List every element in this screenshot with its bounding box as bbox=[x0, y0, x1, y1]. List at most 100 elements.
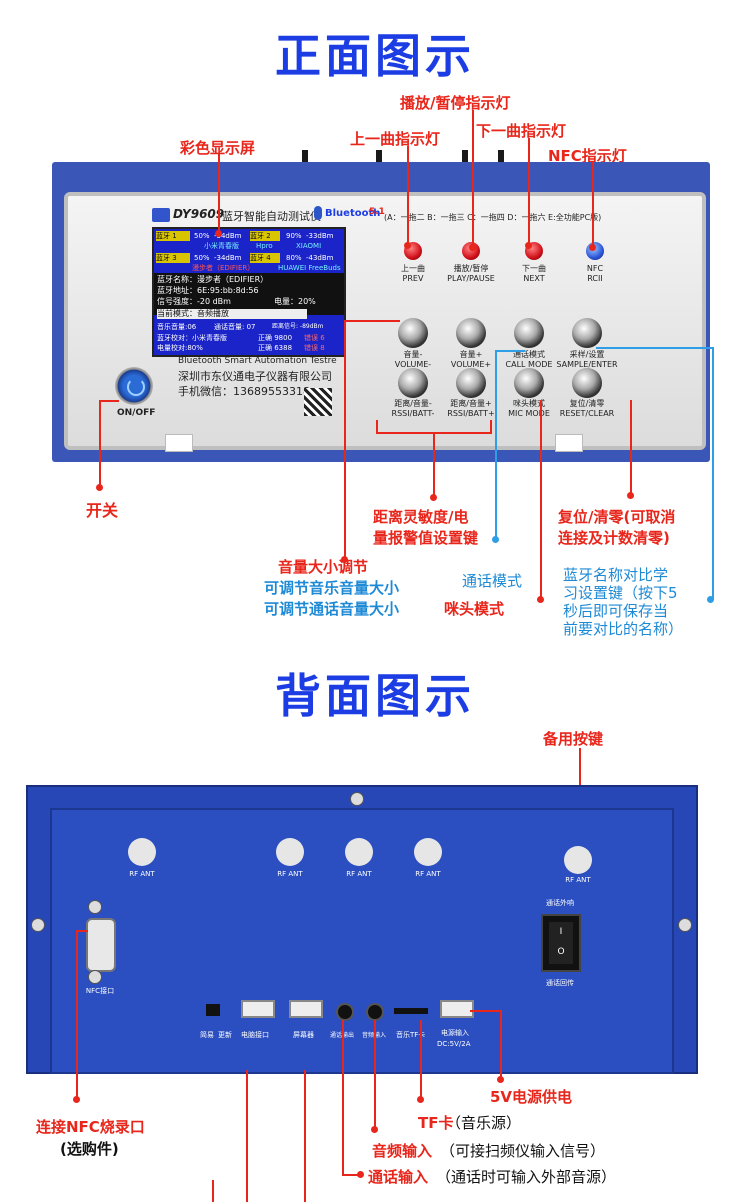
leader-line bbox=[76, 930, 88, 932]
rssi-up-button[interactable] bbox=[456, 368, 486, 398]
lcd-row-batt: 电量：20% bbox=[274, 297, 316, 306]
power-usb-port[interactable] bbox=[440, 1000, 474, 1018]
mode-list: (A：一拖二 B：一拖三 C：一拖四 D：一拖六 E:全功能PC版) bbox=[384, 213, 602, 222]
pc-usb-port[interactable] bbox=[241, 1000, 275, 1018]
callout-display: 彩色显示屏 bbox=[180, 139, 256, 157]
antenna bbox=[462, 150, 468, 172]
rssi-up-cn: 距离/音量+ bbox=[450, 399, 492, 408]
lcd-call-vol: 通话音量: 07 bbox=[214, 323, 256, 331]
audio-in-jack[interactable] bbox=[366, 1003, 384, 1021]
leader-line bbox=[630, 400, 632, 496]
leader-line bbox=[540, 400, 542, 598]
callout-mic-mode: 咪头模式 bbox=[444, 600, 505, 618]
pc-port-label: 电脑接口 bbox=[241, 1031, 269, 1039]
play-led-en: PLAY/PAUSE bbox=[447, 274, 495, 283]
antenna bbox=[376, 150, 382, 172]
power-spec: DC:5V/2A bbox=[437, 1040, 471, 1048]
color-display: 蓝牙 1 50% -34dBm 小米青春版 蓝牙 2 90% -33dBm Hp… bbox=[152, 227, 346, 357]
reset-clear-button[interactable] bbox=[572, 368, 602, 398]
lcd-batt-ok: 正确 6388 bbox=[258, 344, 293, 352]
leader-line bbox=[500, 1010, 502, 1080]
sample-enter-button[interactable] bbox=[572, 318, 602, 348]
leader-line bbox=[374, 1020, 376, 1130]
leader-line bbox=[528, 138, 530, 246]
screw-icon bbox=[31, 918, 45, 932]
lcd-info-block bbox=[154, 273, 344, 315]
mic-mode-button[interactable] bbox=[514, 368, 544, 398]
leader-dot bbox=[417, 1096, 424, 1103]
leader-line bbox=[246, 1070, 248, 1202]
callout-name-4: 前要对比的名称） bbox=[563, 620, 684, 638]
lcd-slot2-name1: Hpro bbox=[256, 242, 273, 250]
callout-nfc-2: (选购件) bbox=[60, 1140, 119, 1158]
spare-button[interactable] bbox=[564, 846, 592, 874]
leader-line bbox=[99, 400, 119, 402]
lcd-slot3-pct: 50% bbox=[194, 254, 210, 262]
leader-line bbox=[76, 930, 78, 1100]
callout-call-mode: 通话模式 bbox=[462, 572, 523, 590]
mode-switch[interactable] bbox=[206, 1004, 220, 1016]
lcd-music-vol: 音乐音量:06 bbox=[157, 323, 197, 331]
nfc-connector[interactable] bbox=[86, 918, 116, 972]
leader-dot bbox=[589, 244, 596, 251]
call-mode-button[interactable] bbox=[514, 318, 544, 348]
callout-call-in-paren: （通话时可输入外部音源） bbox=[436, 1168, 617, 1186]
vol-down-en: VOLUME- bbox=[394, 360, 432, 369]
screw-icon bbox=[88, 900, 102, 914]
tf-card-slot[interactable] bbox=[394, 1008, 428, 1014]
sample-en: SAMPLE/ENTER bbox=[556, 360, 618, 369]
leader-dot bbox=[357, 1171, 364, 1178]
rssi-up-en: RSSI/BATT+ bbox=[447, 409, 495, 418]
volume-up-button[interactable] bbox=[456, 318, 486, 348]
rf-label: RF ANT bbox=[346, 870, 372, 878]
screen-usb-port[interactable] bbox=[289, 1000, 323, 1018]
leader-line bbox=[344, 320, 400, 322]
callout-tf: TF卡 bbox=[418, 1114, 454, 1132]
call-out-jack[interactable] bbox=[336, 1003, 354, 1021]
reset-en: RESET/CLEAR bbox=[559, 409, 615, 418]
lcd-slot1-pct: 50% bbox=[194, 232, 210, 240]
leader-line bbox=[407, 146, 409, 246]
callout-name-1: 蓝牙名称对比学 bbox=[563, 566, 669, 584]
volume-down-button[interactable] bbox=[398, 318, 428, 348]
callout-call-in: 通话输入 bbox=[368, 1168, 429, 1186]
rf-label: RF ANT bbox=[129, 870, 155, 878]
callout-tf-paren: （音乐源） bbox=[446, 1114, 522, 1132]
reset-cn: 复位/清零 bbox=[569, 399, 605, 408]
leader-dot bbox=[537, 596, 544, 603]
qr-code-icon bbox=[304, 388, 332, 416]
callout-reset-2: 连接及计数清零) bbox=[558, 529, 670, 547]
lcd-row-sig: 信号强度：-20 dBm bbox=[157, 297, 231, 306]
bluetooth-version: 5.1 bbox=[369, 207, 385, 217]
callout-spare-button: 备用按键 bbox=[543, 730, 604, 748]
model-label: DY9609 bbox=[173, 207, 225, 221]
rssi-down-button[interactable] bbox=[398, 368, 428, 398]
lcd-slot2-tag: 蓝牙 2 bbox=[250, 231, 280, 241]
leader-line bbox=[596, 347, 712, 349]
leader-line bbox=[344, 320, 346, 560]
leader-dot bbox=[341, 556, 348, 563]
lcd-slot1-name: 小米青春版 bbox=[204, 242, 239, 250]
nfc-led-cn: NFC bbox=[586, 264, 604, 273]
mic-mode-cn: 咪头模式 bbox=[513, 399, 545, 408]
device-subtitle: Bluetooth Smart Automation Testre bbox=[178, 356, 337, 366]
rssi-down-label: 距离/音量-RSSI/BATT- bbox=[378, 399, 448, 419]
leader-dot bbox=[371, 1126, 378, 1133]
leader-dot bbox=[430, 494, 437, 501]
power-button[interactable] bbox=[115, 367, 153, 405]
company-name: 深圳市东仪通电子仪器有限公司 bbox=[178, 370, 332, 383]
callout-nfc-1: 连接NFC烧录口 bbox=[36, 1118, 145, 1136]
callout-volume-title: 音量大小调节 bbox=[278, 558, 369, 576]
nfc-port-label: NFC接口 bbox=[85, 987, 115, 995]
leader-line bbox=[99, 400, 101, 488]
callout-name-3: 秒后即可保存当 bbox=[563, 602, 669, 620]
rf-antenna-port bbox=[276, 838, 304, 866]
callout-audio-in: 音频输入 bbox=[372, 1142, 433, 1160]
callout-audio-in-paren: （可接扫频仪输入信号） bbox=[440, 1142, 606, 1160]
leader-line bbox=[433, 432, 435, 498]
